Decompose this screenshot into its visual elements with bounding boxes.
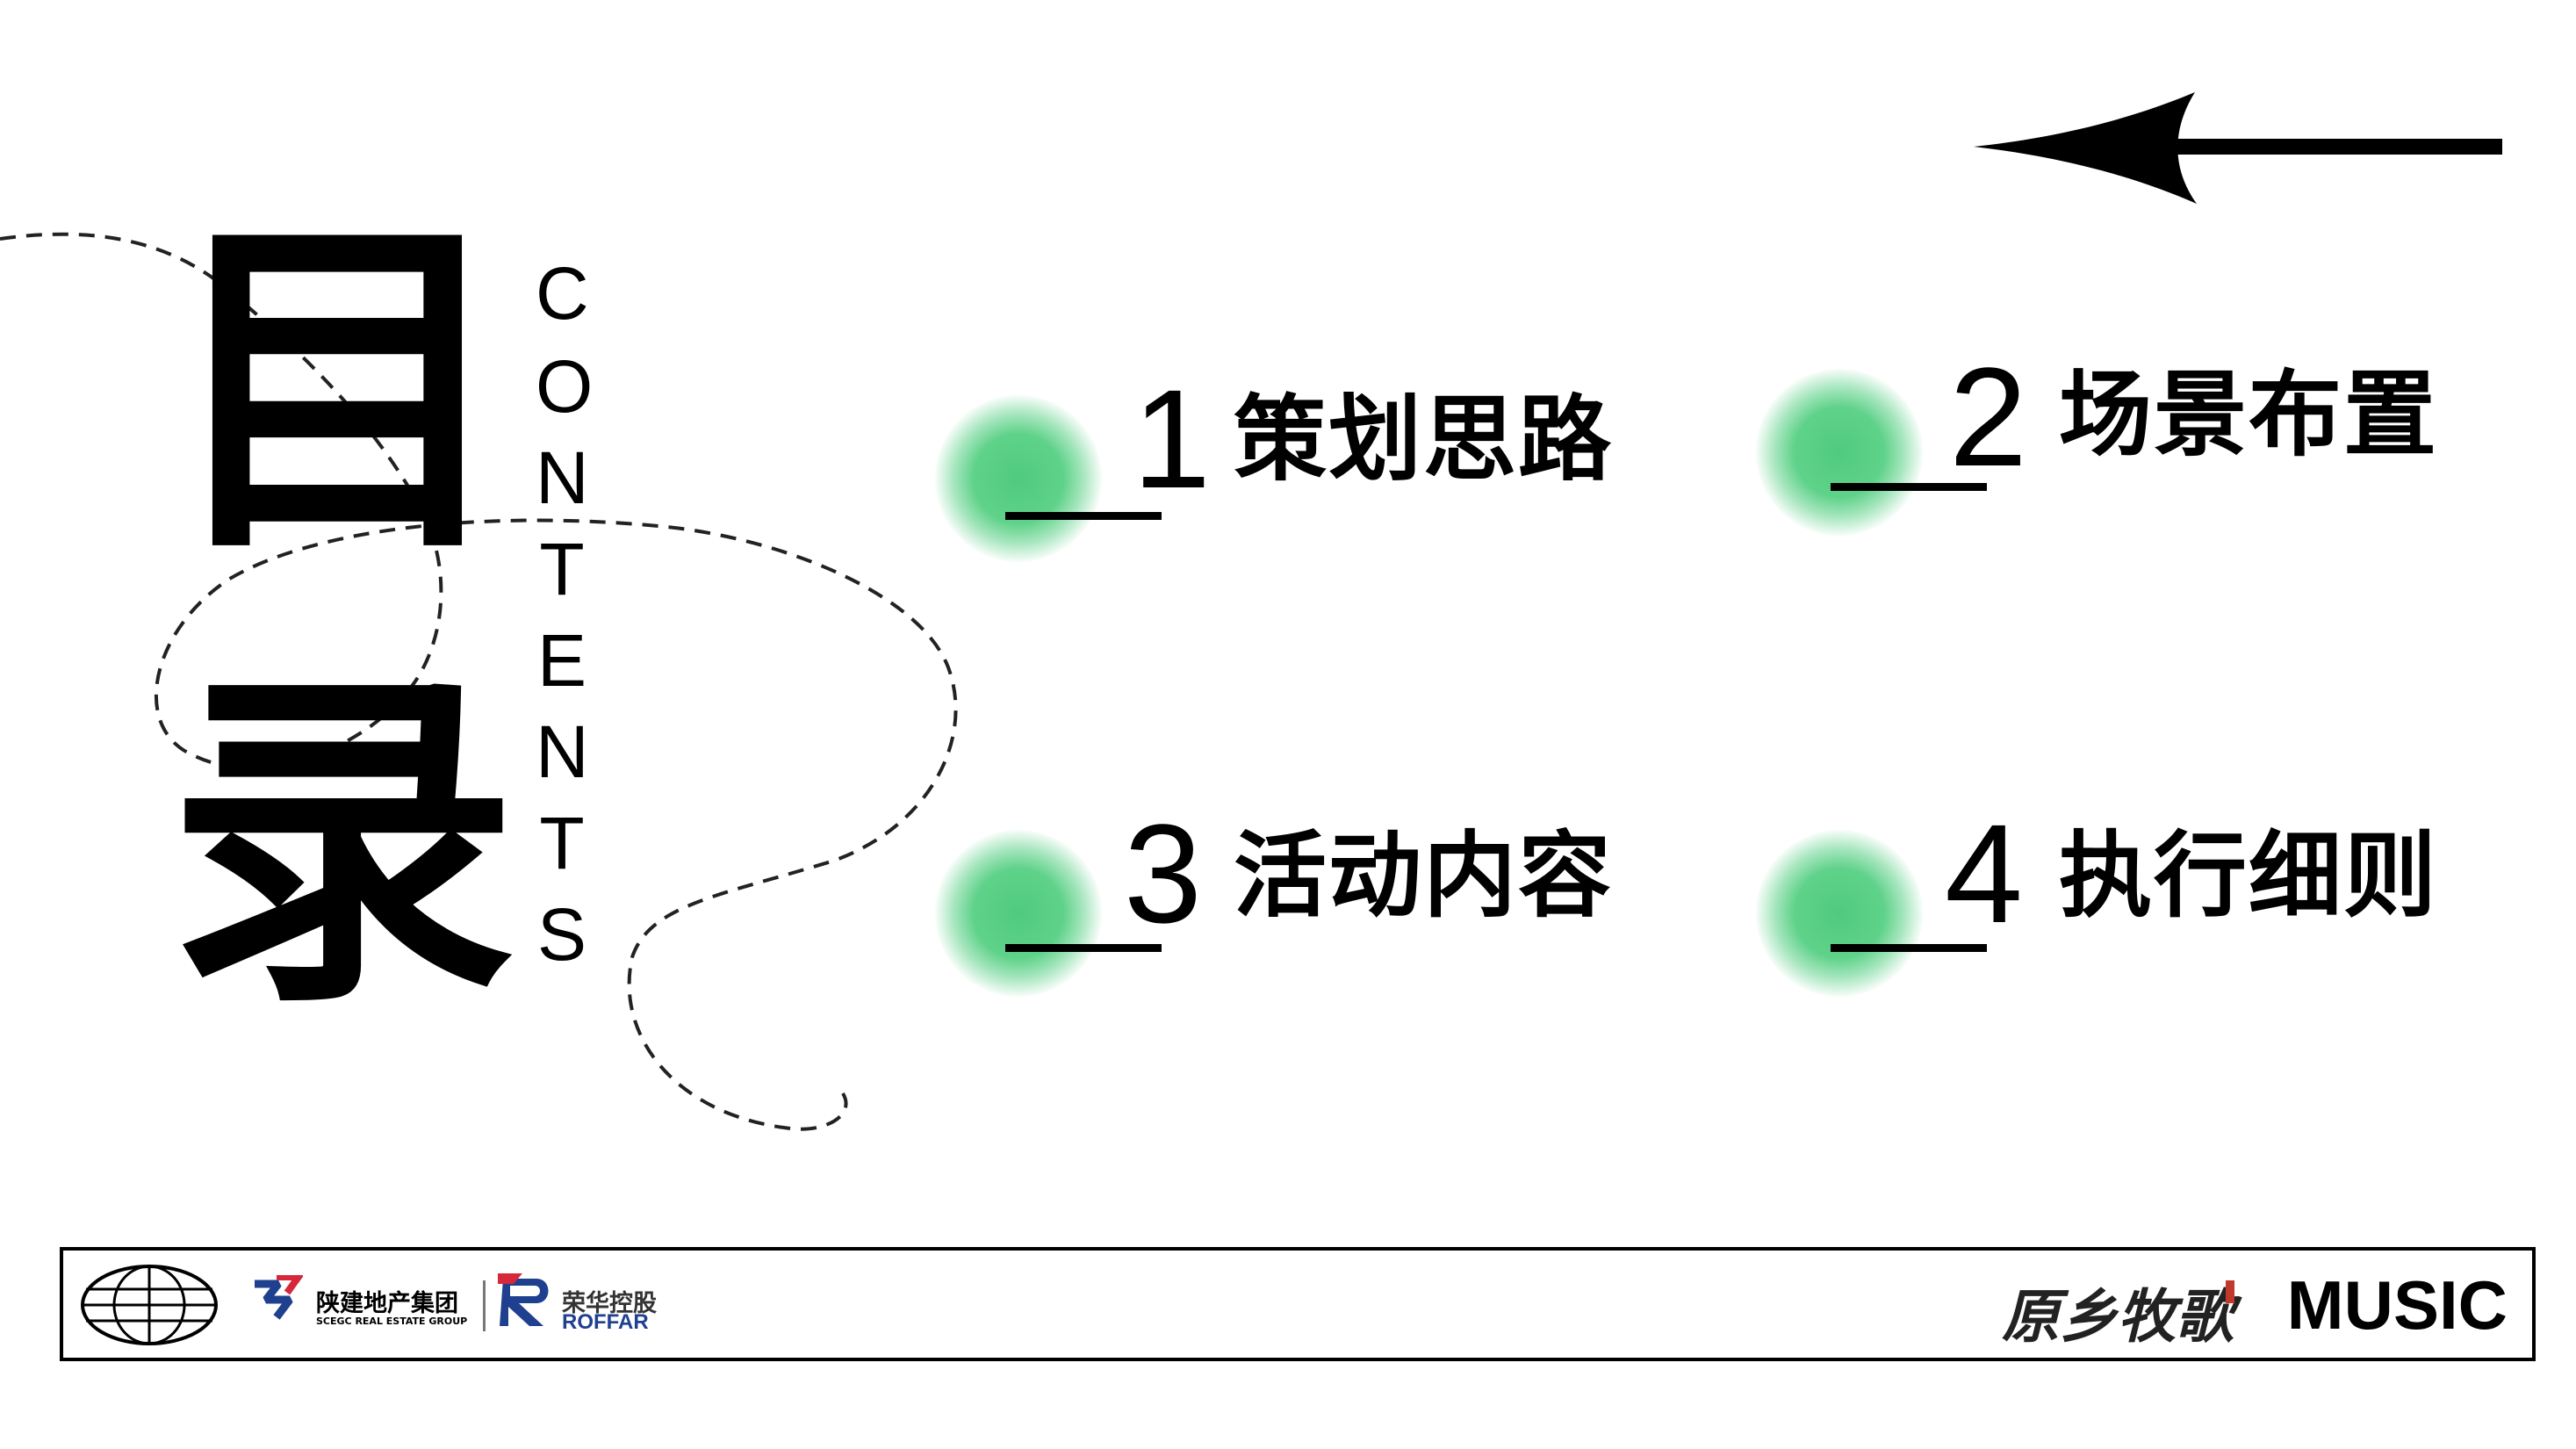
- contents-letter: O: [536, 345, 594, 428]
- item-4-number: 4: [1945, 795, 2023, 952]
- item-4-underline: [1831, 944, 1987, 952]
- item-3-number: 3: [1124, 795, 1202, 952]
- item-3-underline: [1005, 944, 1162, 952]
- logo1-cn: 陕建地产集团: [316, 1290, 458, 1317]
- contents-letter: T: [539, 802, 585, 884]
- item-4-dot: [1756, 830, 1923, 997]
- title-char-mu: 目: [184, 224, 492, 558]
- item-2-dot: [1756, 369, 1923, 536]
- item-3-dot: [935, 830, 1102, 997]
- title-mu-text: 目: [184, 224, 492, 558]
- logo1-en: SCEGC REAL ESTATE GROUP: [316, 1316, 468, 1327]
- brand-en: MUSIC: [2286, 1266, 2508, 1344]
- item-2-number: 2: [1949, 338, 2027, 495]
- logo2-cn: 荣华控股: [562, 1290, 657, 1317]
- item-2-underline: [1831, 483, 1987, 491]
- globe-logo-icon: [81, 1265, 218, 1345]
- item-4-label: 执行细则: [2059, 822, 2438, 930]
- title-char-lu: 录: [167, 676, 518, 1010]
- contents-letter: S: [536, 893, 587, 976]
- footer-bar: [60, 1247, 2536, 1361]
- contents-letter: T: [539, 528, 585, 610]
- logo2-en: ROFFAR: [562, 1310, 649, 1334]
- roffar-logo-icon: [498, 1273, 549, 1326]
- item-3-label: 活动内容: [1234, 822, 1613, 930]
- brand-cn: 原乡牧歌: [2002, 1282, 2234, 1351]
- contents-letter: N: [536, 436, 589, 519]
- scegc-logo-icon: [255, 1275, 303, 1320]
- logo-divider: [483, 1280, 486, 1331]
- item-1-underline: [1005, 512, 1162, 520]
- item-1-dot: [935, 395, 1102, 562]
- title-lu-text: 录: [167, 676, 518, 1010]
- item-1-number: 1: [1133, 360, 1211, 517]
- item-1-label: 策划思路: [1234, 386, 1613, 494]
- item-2-label: 场景布置: [2059, 361, 2438, 469]
- contents-letter: C: [536, 252, 589, 335]
- brand-seal: [2226, 1280, 2234, 1303]
- contents-letter: N: [536, 710, 589, 793]
- contents-letter: E: [536, 619, 587, 702]
- arrow-left-icon: [1974, 92, 2502, 204]
